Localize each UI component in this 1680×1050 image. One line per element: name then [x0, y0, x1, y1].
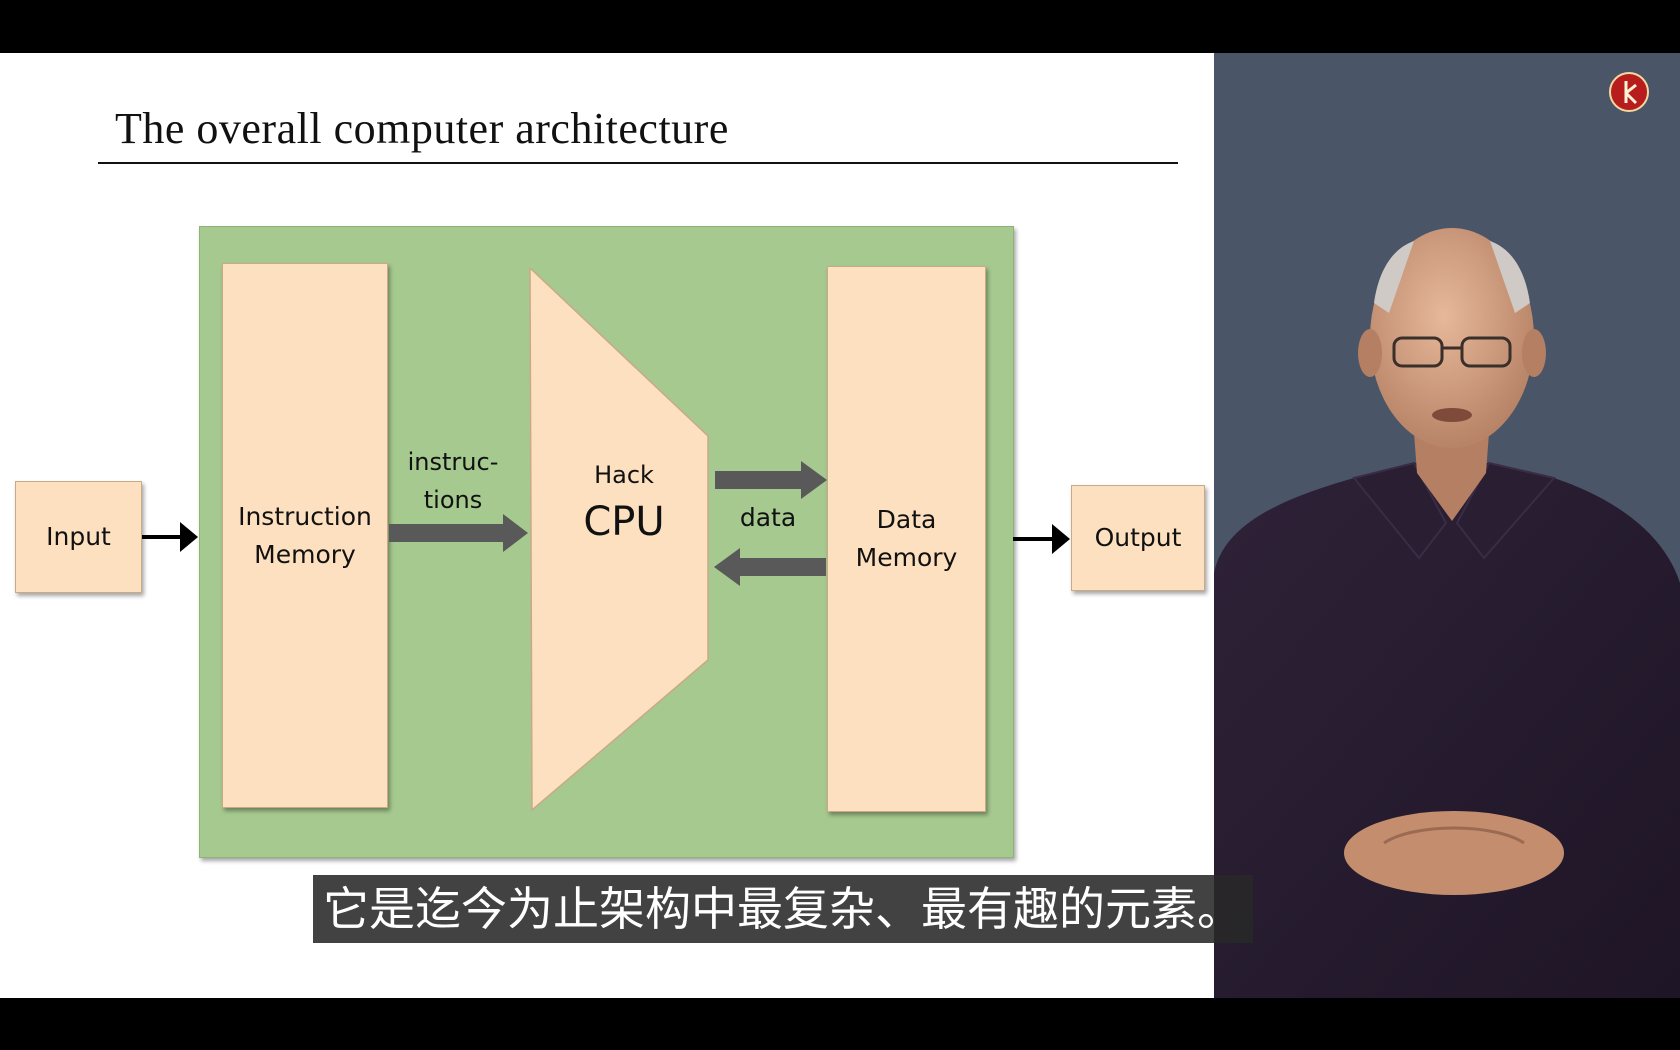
hand-detail [1383, 826, 1525, 845]
instructions-arrow [389, 514, 528, 552]
title-rule [98, 162, 1178, 164]
collar-left [1352, 461, 1448, 560]
letterbox-top [0, 0, 1680, 53]
instructions-label: instruc- tions [407, 448, 499, 514]
ear-right [1522, 329, 1546, 377]
data-label: data [739, 503, 797, 532]
output-label: Output [1094, 523, 1182, 552]
hands [1344, 811, 1564, 895]
input-box: Input [15, 481, 142, 593]
slide-title: The overall computer architecture [115, 104, 729, 153]
instruction-memory-label: Instruction Memory [238, 501, 372, 569]
cpu-name-label: CPU [583, 499, 665, 545]
diagram-arrows [142, 461, 1070, 586]
presenter-panel [1214, 53, 1680, 998]
data-memory-label: Data Memory [855, 505, 958, 572]
data-read-arrow [714, 548, 826, 586]
cpu-trapezoid [529, 268, 709, 812]
cpu-hack-label: Hack [594, 461, 654, 489]
channel-logo-icon [1609, 72, 1649, 112]
video-subtitle: 它是迄今为止架构中最复杂、最有趣的元素。 [313, 875, 1253, 943]
mouth [1432, 408, 1472, 422]
video-frame[interactable]: The overall computer architecture Input … [0, 53, 1680, 998]
neck [1414, 433, 1489, 521]
output-arrow [1013, 524, 1070, 554]
slide: The overall computer architecture Input … [0, 53, 1214, 998]
data-write-arrow [715, 461, 827, 499]
output-box: Output [1071, 485, 1205, 591]
instruction-memory-block: Instruction Memory [222, 263, 388, 808]
input-label: Input [46, 522, 111, 551]
cpu-block [529, 268, 709, 812]
input-arrow [142, 522, 198, 552]
hair [1374, 241, 1530, 313]
ear-left [1358, 329, 1382, 377]
glasses [1392, 336, 1512, 368]
letterbox-bottom [0, 998, 1680, 1050]
head [1370, 228, 1534, 448]
shirt [1214, 463, 1680, 998]
data-memory-block: Data Memory [827, 266, 986, 812]
collar-right [1455, 461, 1556, 560]
presenter-figure [1214, 228, 1680, 998]
